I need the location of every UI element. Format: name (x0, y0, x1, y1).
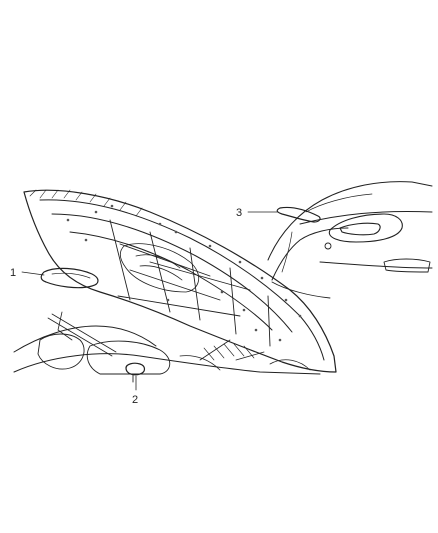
inset-emblem (324, 242, 332, 250)
hood-inner-frame (39, 199, 325, 361)
prop-rod (57, 311, 73, 341)
hood-brace (109, 219, 271, 347)
hood-texture (66, 204, 302, 342)
part-1-highlight (51, 272, 91, 279)
hood-inner-rib (51, 213, 293, 333)
callouts: 1 2 3 (10, 207, 279, 406)
inset-fender (271, 227, 349, 281)
hood-stiffener-pad (120, 243, 199, 293)
hood-stiffener-detail (135, 254, 183, 281)
part-3-seal (276, 206, 321, 223)
strut-tower (37, 333, 85, 370)
cowl-hatch (203, 343, 255, 361)
part-2-clip (125, 362, 146, 383)
part-1-shape (40, 267, 99, 289)
engine-cover (86, 340, 171, 375)
hood-edge-hatch (29, 189, 143, 217)
inset-hood-edge (299, 211, 433, 225)
inset-bumper (271, 281, 331, 299)
hood-outline (23, 189, 337, 373)
callout-1-leader (21, 271, 45, 276)
inset-scoop-opening (339, 222, 381, 236)
inset-pillar (281, 231, 293, 273)
part-2-shape (125, 362, 146, 376)
inset-hood-crease (305, 193, 373, 213)
hood-inner-rib-2 (69, 231, 273, 331)
callout-3: 3 (236, 207, 242, 219)
inset-headlamp (383, 258, 431, 273)
hood-strut (47, 313, 117, 357)
bay-detail (179, 339, 311, 371)
callout-1: 1 (10, 267, 16, 279)
part-1-insulator (40, 267, 99, 289)
engine-bay (13, 311, 321, 375)
inset-body-outline (267, 181, 433, 261)
cowl-line (13, 353, 321, 375)
inset-grille-line (319, 261, 433, 269)
fender-line (13, 325, 157, 353)
inset-hood-scoop (328, 213, 403, 243)
vehicle-inset (267, 181, 433, 299)
hood-assembly (23, 189, 337, 373)
hood-brace-diag (117, 243, 251, 317)
callout-2: 2 (132, 394, 138, 406)
